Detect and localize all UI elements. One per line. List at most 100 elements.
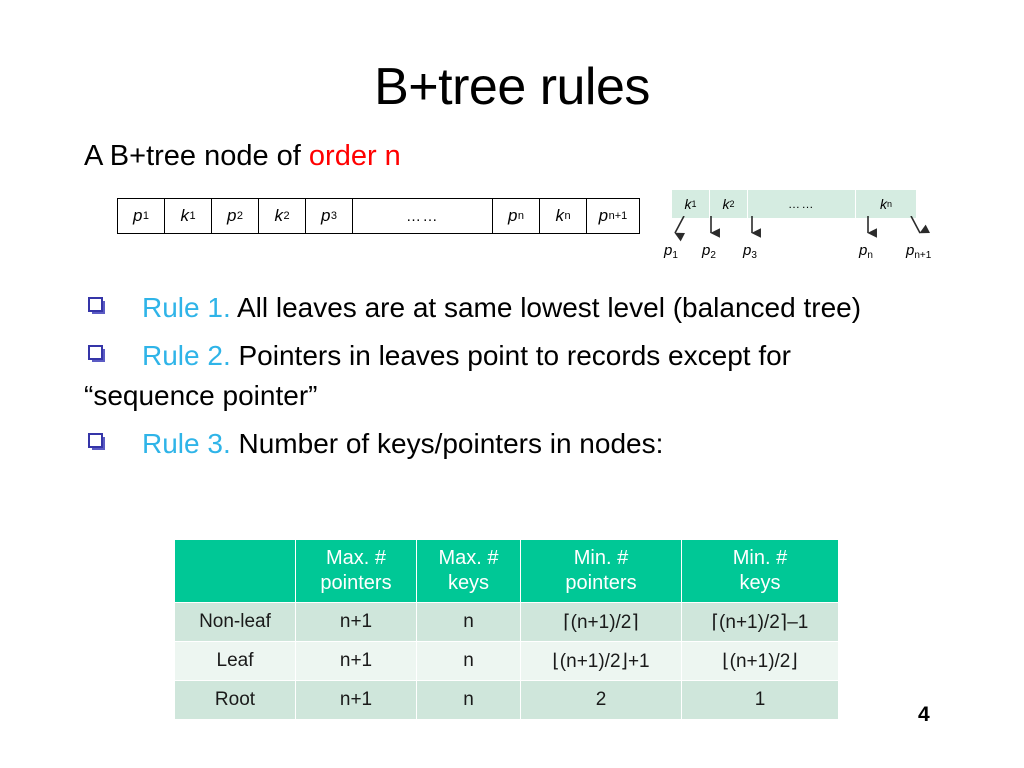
subtitle-accent-order-n: order n — [308, 140, 401, 172]
node-cell-base: k — [555, 206, 564, 225]
rule-1-text: Rule 1. All leaves are at same lowest le… — [84, 288, 984, 328]
rule-2-label: Rule 2. — [142, 340, 231, 371]
square-bullet-icon — [88, 297, 103, 312]
header-line-2: pointers — [320, 572, 392, 594]
pointer-label-pn1: pn+1 — [906, 242, 931, 261]
pointer-base: p — [906, 242, 915, 259]
table-row: Non-leaf n+1 n ⌈(n+1)/2⌉ ⌈(n+1)/2⌉–1 — [174, 602, 839, 642]
rule-item-2: Rule 2. Pointers in leaves point to reco… — [84, 336, 984, 416]
pointer-base: p — [664, 242, 673, 259]
node-cell-sub: 2 — [236, 210, 244, 222]
ellipsis-dots: …… — [788, 197, 815, 211]
node-cell-sub: n — [564, 210, 571, 222]
table-header-max-keys: Max. # keys — [416, 539, 521, 603]
rule-1-body: All leaves are at same lowest level (bal… — [230, 292, 862, 323]
pointer-label-p3: p3 — [743, 242, 757, 261]
pointer-base: p — [743, 242, 752, 259]
table-header-min-keys: Min. # keys — [681, 539, 839, 603]
square-bullet-icon — [88, 433, 103, 448]
rule-item-3: Rule 3. Number of keys/pointers in nodes… — [84, 424, 984, 464]
cell-leaf-min-pointers: ⌊(n+1)/2⌋+1 — [520, 641, 682, 681]
rule-item-1: Rule 1. All leaves are at same lowest le… — [84, 288, 984, 328]
pointer-sub: 1 — [672, 250, 678, 261]
pointer-label-pn: pn — [859, 242, 873, 261]
rule-1-label: Rule 1. — [142, 292, 231, 323]
rule-3-body: Number of keys/pointers in nodes: — [230, 428, 664, 459]
pointer-label-p1: p1 — [664, 242, 678, 261]
node-cell-sub: 3 — [330, 210, 338, 222]
cell-root-min-pointers: 2 — [520, 680, 682, 720]
square-bullet-icon — [88, 345, 103, 360]
cell-leaf-max-pointers: n+1 — [295, 641, 417, 681]
header-line-1: Min. # — [732, 547, 788, 569]
cell-root-max-pointers: n+1 — [295, 680, 417, 720]
rule-2-text: Rule 2. Pointers in leaves point to reco… — [84, 336, 984, 376]
node-cell-sub: 1 — [142, 210, 150, 222]
node-cell-sub: n — [517, 210, 525, 222]
row-label-leaf: Leaf — [174, 641, 296, 681]
cell-root-min-keys: 1 — [681, 680, 839, 720]
pointer-labels: p1 p2 p3 pn pn+1 — [664, 190, 932, 262]
header-line-2: keys — [739, 572, 781, 594]
key-segment-ellipsis: …… — [748, 190, 856, 218]
pointer-label-p2: p2 — [702, 242, 716, 261]
cell-leaf-min-keys: ⌊(n+1)/2⌋ — [681, 641, 839, 681]
node-cell-base: p — [507, 206, 518, 225]
arrow-p1 — [674, 216, 686, 242]
key-base: k — [722, 196, 730, 212]
key-sub: 1 — [691, 199, 697, 209]
ellipsis-dots: …… — [406, 207, 439, 225]
key-sub: n — [886, 199, 892, 209]
key-sub: 2 — [729, 199, 735, 209]
node-cell-base: p — [226, 206, 237, 225]
cell-non-leaf-max-pointers: n+1 — [295, 602, 417, 642]
rule-3-text: Rule 3. Number of keys/pointers in nodes… — [84, 424, 984, 464]
arrow-pn1 — [910, 216, 931, 234]
table-row: Root n+1 n 2 1 — [174, 680, 839, 720]
pointer-base: p — [702, 242, 711, 259]
header-line-1: Max. # — [325, 547, 387, 569]
key-base: k — [684, 196, 692, 212]
row-label-non-leaf: Non-leaf — [174, 602, 296, 642]
node-cell-base: p — [320, 206, 331, 225]
row-label-root: Root — [174, 680, 296, 720]
cell-non-leaf-max-keys: n — [416, 602, 521, 642]
page-number: 4 — [918, 703, 930, 726]
node-cell-base: k — [274, 206, 283, 225]
table-header-min-pointers: Min. # pointers — [520, 539, 682, 603]
pointer-arrows — [674, 216, 931, 242]
header-line-1: Max. # — [438, 547, 499, 569]
cell-non-leaf-min-keys: ⌈(n+1)/2⌉–1 — [681, 602, 839, 642]
node-cell-base: p — [598, 206, 609, 225]
node-cell-base: k — [180, 206, 189, 225]
subtitle-line: A B+tree node of order n — [84, 138, 401, 174]
keys-pointers-table: Max. # pointers Max. # keys Min. # point… — [174, 539, 839, 720]
table-header-row: Max. # pointers Max. # keys Min. # point… — [174, 539, 839, 603]
rule-2-continuation: “sequence pointer” — [84, 380, 318, 411]
pointer-sub: n+1 — [914, 250, 932, 261]
rule-2-body: Pointers in leaves point to records exce… — [230, 340, 792, 371]
subtitle-prefix: A B+tree node of — [84, 140, 309, 172]
table-header: Max. # pointers Max. # keys Min. # point… — [174, 539, 839, 603]
key-base: k — [879, 196, 887, 212]
node-cell-base: p — [132, 206, 143, 225]
rules-list: Rule 1. All leaves are at same lowest le… — [84, 288, 984, 464]
node-cell-ellipsis: …… — [353, 199, 493, 233]
node-cell-sub: 2 — [283, 210, 290, 222]
cell-leaf-max-keys: n — [416, 641, 521, 681]
rule-3-label: Rule 3. — [142, 428, 231, 459]
pointer-sub: 3 — [751, 250, 757, 261]
